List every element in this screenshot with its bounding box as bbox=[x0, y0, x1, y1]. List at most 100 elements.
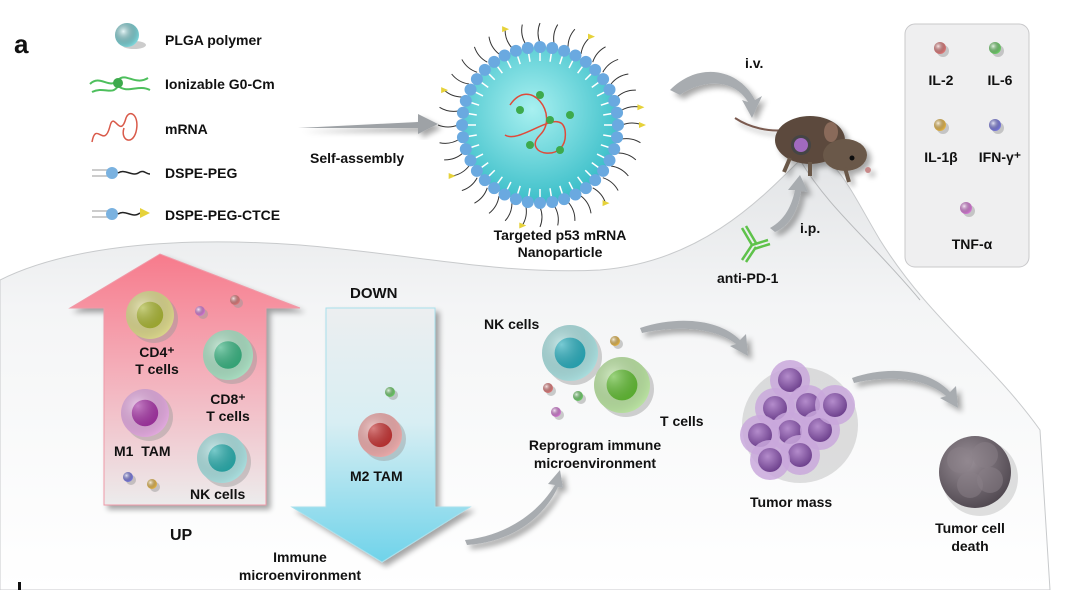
cd4-line1: CD4⁺ bbox=[139, 344, 175, 360]
dead-tumor-fragment bbox=[957, 472, 983, 498]
peg-chain bbox=[567, 201, 576, 221]
tumor-cell-nucleus bbox=[823, 393, 847, 417]
cytokine-ifng-label: IFN-γ⁺ bbox=[978, 149, 1022, 165]
tumor-cell-nucleus bbox=[763, 396, 787, 420]
ctce-ligand bbox=[502, 26, 510, 33]
lipid-head bbox=[608, 143, 621, 156]
legend-label-mrna: mRNA bbox=[165, 121, 208, 137]
immune-micro-line1: Immune bbox=[273, 549, 327, 565]
peg-chain bbox=[439, 106, 460, 112]
nanoparticle-label: Targeted p53 mRNA Nanoparticle bbox=[470, 227, 650, 261]
lipid-head bbox=[464, 154, 477, 167]
lipid-head bbox=[611, 131, 624, 144]
lipid-head bbox=[498, 188, 511, 201]
up-cytokine-ifng-shine bbox=[123, 472, 133, 482]
peg-chain bbox=[444, 152, 464, 161]
tumor-cell-nucleus bbox=[788, 443, 812, 467]
peg-chain bbox=[474, 187, 488, 204]
peg-chain bbox=[451, 165, 470, 177]
encapsulated-lipid bbox=[546, 116, 554, 124]
peg-chain bbox=[602, 177, 619, 191]
peg-chain bbox=[620, 138, 641, 144]
peg-chain bbox=[437, 124, 459, 128]
reprogram-nk-cell-shine bbox=[542, 325, 598, 381]
tumor-death-line1: Tumor cell bbox=[935, 520, 1005, 536]
lipid-head bbox=[558, 193, 571, 206]
lipid-head bbox=[470, 164, 483, 177]
tumor-mass-label: Tumor mass bbox=[750, 494, 833, 510]
legend-label-plga: PLGA polymer bbox=[165, 32, 262, 48]
nk-cell-up-shine bbox=[197, 433, 247, 483]
cytokine-4-ball-shine bbox=[960, 202, 972, 214]
peg-chain bbox=[580, 195, 592, 214]
lipid-head bbox=[456, 106, 469, 119]
lipid-head bbox=[608, 94, 621, 107]
lipid-head bbox=[509, 44, 522, 57]
peg-chain bbox=[553, 24, 559, 45]
cytokine-0-ball-shine bbox=[934, 42, 946, 54]
reprogram-t-cell-shine bbox=[594, 357, 650, 413]
lipid-head bbox=[534, 41, 546, 53]
immune-microenvironment-label: Immune microenvironment bbox=[220, 548, 380, 584]
peg-chain bbox=[617, 152, 637, 161]
ip-label: i.p. bbox=[800, 220, 821, 236]
legend-label-ionizable: Ionizable G0-Cm bbox=[165, 76, 275, 92]
reprogram-line2: microenvironment bbox=[533, 455, 657, 471]
dead-tumor-fragment bbox=[947, 447, 973, 473]
encapsulated-lipid bbox=[566, 111, 574, 119]
lipid-head bbox=[464, 83, 477, 96]
ctce-ligand bbox=[448, 173, 456, 179]
lipid-head bbox=[470, 73, 483, 86]
peg-chain bbox=[504, 202, 513, 222]
cytokine-3-ball-shine bbox=[989, 119, 1001, 131]
mouse-illustration bbox=[734, 116, 871, 183]
lipid-head bbox=[498, 49, 511, 62]
cd8-t-cells-label: CD8⁺ T cells bbox=[193, 391, 263, 425]
peg-chain bbox=[451, 73, 470, 85]
cd4-t-cell-shine bbox=[126, 291, 174, 339]
peg-chain bbox=[488, 36, 500, 55]
anti-pd1-antibody-icon bbox=[740, 225, 771, 263]
peg-chain bbox=[439, 138, 460, 144]
dead-tumor-fragment bbox=[972, 442, 998, 468]
lipid-head bbox=[488, 55, 501, 68]
ctce-ligand bbox=[639, 122, 646, 128]
reprogram-il1b-shine bbox=[610, 336, 620, 346]
lipid-head bbox=[589, 174, 602, 187]
reprogram-nk-cells-label: NK cells bbox=[484, 316, 540, 332]
up-label: UP bbox=[170, 527, 193, 544]
ctce-ligand bbox=[602, 200, 610, 207]
ctce-ligand bbox=[637, 104, 645, 111]
lipid-head bbox=[459, 94, 472, 107]
lipid-head bbox=[597, 164, 610, 177]
lipid-head bbox=[597, 73, 610, 86]
cytokine-2-ball-shine bbox=[934, 119, 946, 131]
flow-arrow-to-reprogram bbox=[465, 470, 563, 545]
nanoparticle-label-line1: Targeted p53 mRNA bbox=[493, 227, 627, 243]
peg-chain bbox=[616, 89, 636, 98]
peg-chain bbox=[488, 195, 500, 214]
m2-tam-cell-shine bbox=[358, 413, 402, 457]
lipid-head bbox=[611, 106, 624, 119]
ctce-ligand bbox=[588, 33, 595, 40]
legend-label-dspe-peg: DSPE-PEG bbox=[165, 165, 238, 181]
lipid-head bbox=[546, 196, 559, 209]
lipid-head bbox=[579, 55, 592, 68]
peg-chain bbox=[580, 36, 592, 55]
reprogram-label: Reprogram immune microenvironment bbox=[505, 436, 685, 472]
self-assembly-label: Self-assembly bbox=[310, 150, 405, 166]
lipid-head bbox=[603, 83, 616, 96]
peg-chain bbox=[602, 58, 619, 73]
ctce-ligand bbox=[519, 222, 527, 229]
iv-arrow bbox=[670, 71, 762, 118]
down-cytokine-il6-shine bbox=[385, 387, 395, 397]
cd8-line2: T cells bbox=[206, 408, 250, 424]
lipid-head bbox=[509, 193, 522, 206]
legend-label-dspe-peg-ctce: DSPE-PEG-CTCE bbox=[165, 207, 281, 223]
lipid-head bbox=[569, 188, 582, 201]
tumor-cell-nucleus bbox=[758, 448, 782, 472]
cytokine-1-ball-shine bbox=[989, 42, 1001, 54]
peg-chain bbox=[521, 205, 527, 226]
flow-arrow-to-tumor-mass bbox=[640, 320, 748, 356]
